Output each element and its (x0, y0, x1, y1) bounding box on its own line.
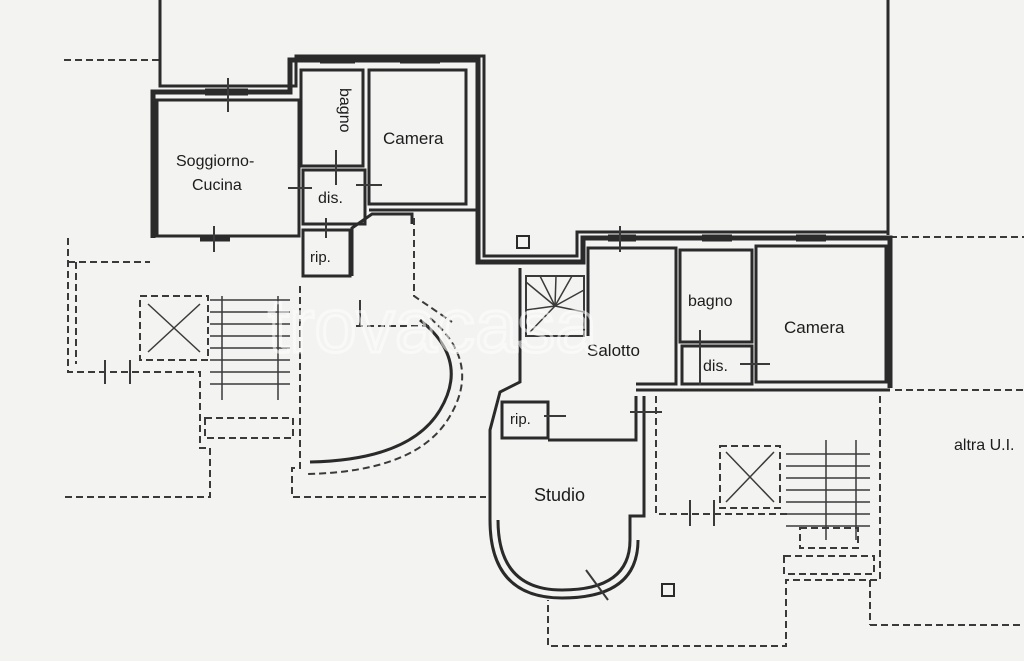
label-altra-unit: altra U.I. (954, 437, 1014, 454)
right-terrace (547, 396, 881, 647)
left-terrace (64, 226, 294, 498)
label-studio: Studio (534, 485, 585, 505)
label-dis-right: dis. (703, 358, 728, 375)
label-dis-left: dis. (318, 190, 343, 207)
label-bagno-right: bagno (688, 293, 733, 310)
label-rip-left: rip. (310, 249, 331, 266)
label-salotto: Salotto (587, 341, 640, 360)
right-stair-steps (786, 440, 870, 540)
label-soggiorno-line2: Cucina (192, 177, 242, 194)
watermark-text: trovacasa (268, 284, 598, 369)
label-camera-right: Camera (784, 318, 845, 337)
context-lines (64, 0, 1024, 626)
left-unit-walls (150, 54, 893, 388)
room-labels: Soggiorno- Cucina bagno Camera dis. rip.… (176, 88, 1014, 505)
label-soggiorno-line1: Soggiorno- (176, 153, 254, 170)
label-bagno-left: bagno (336, 88, 353, 133)
left-stair-steps (210, 296, 290, 400)
central-terrace (291, 218, 486, 498)
label-rip-right: rip. (510, 411, 531, 428)
watermark-logo: trovacasa (267, 283, 600, 371)
right-unit-walls (488, 226, 890, 601)
spiral-stair (525, 275, 585, 333)
label-camera-left: Camera (383, 129, 444, 148)
